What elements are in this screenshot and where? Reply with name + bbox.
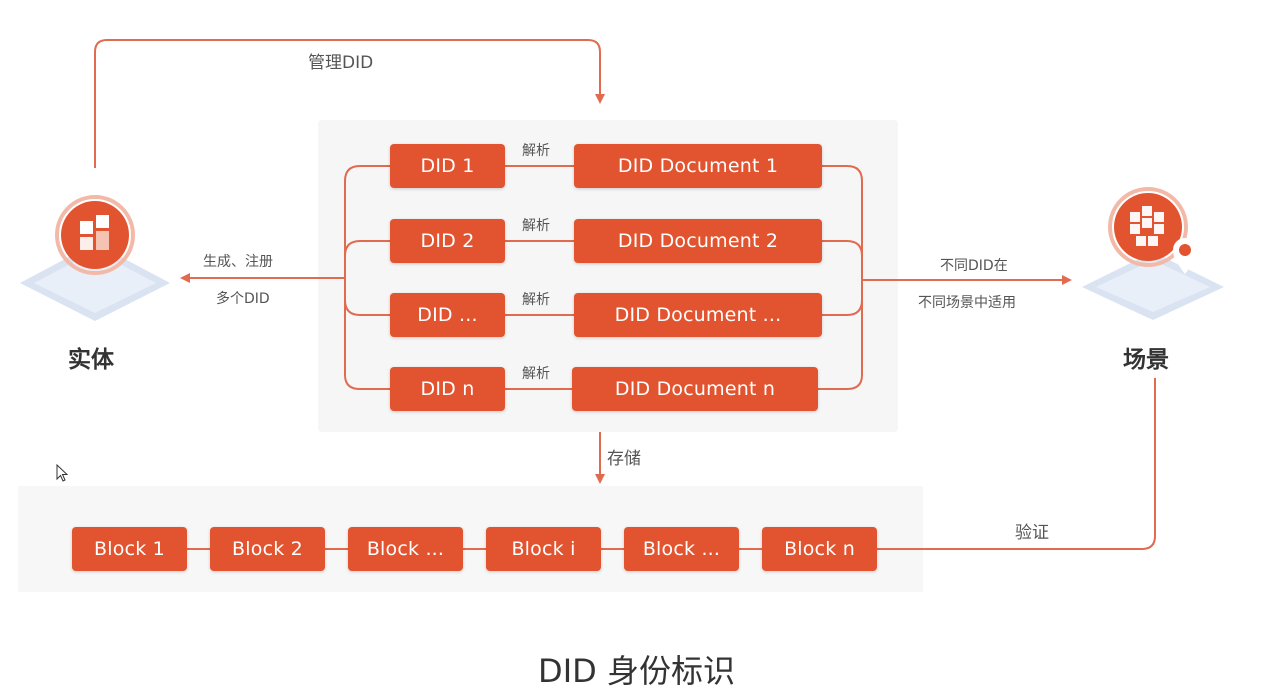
mouse-cursor-icon (56, 463, 69, 486)
did-box: DID n (390, 367, 505, 411)
did-box: DID 1 (390, 144, 505, 188)
entity-cube-icon (18, 185, 173, 329)
did-box: DID 2 (390, 219, 505, 263)
generate-label-line1: 生成、注册 (203, 254, 273, 270)
store-label: 存储 (607, 449, 641, 469)
did-document-box: DID Document 1 (574, 144, 822, 188)
parse-label: 解析 (522, 143, 550, 159)
block-box: Block ... (624, 527, 739, 571)
manage-label: 管理DID (308, 53, 374, 73)
scene-cubes-icon (1078, 182, 1228, 326)
verify-label: 验证 (1015, 523, 1049, 543)
apply-label-line2: 不同场景中适用 (918, 295, 1016, 311)
parse-label: 解析 (522, 218, 550, 234)
entity-label: 实体 (68, 347, 114, 373)
block-box: Block n (762, 527, 877, 571)
did-document-box: DID Document ... (574, 293, 822, 337)
verify-line (877, 378, 1156, 550)
block-box: Block 1 (72, 527, 187, 571)
block-box: Block 2 (210, 527, 325, 571)
scene-label: 场景 (1123, 347, 1169, 373)
did-document-box: DID Document 2 (574, 219, 822, 263)
did-document-box: DID Document n (572, 367, 818, 411)
parse-label: 解析 (522, 292, 550, 308)
manage-arrow (94, 39, 605, 168)
block-box: Block ... (348, 527, 463, 571)
block-box: Block i (486, 527, 601, 571)
diagram-caption: DID 身份标识 (538, 652, 735, 690)
did-box: DID ... (390, 293, 505, 337)
parse-label: 解析 (522, 366, 550, 382)
apply-label-line1: 不同DID在 (940, 258, 1008, 274)
generate-label-line2: 多个DID (216, 291, 270, 307)
